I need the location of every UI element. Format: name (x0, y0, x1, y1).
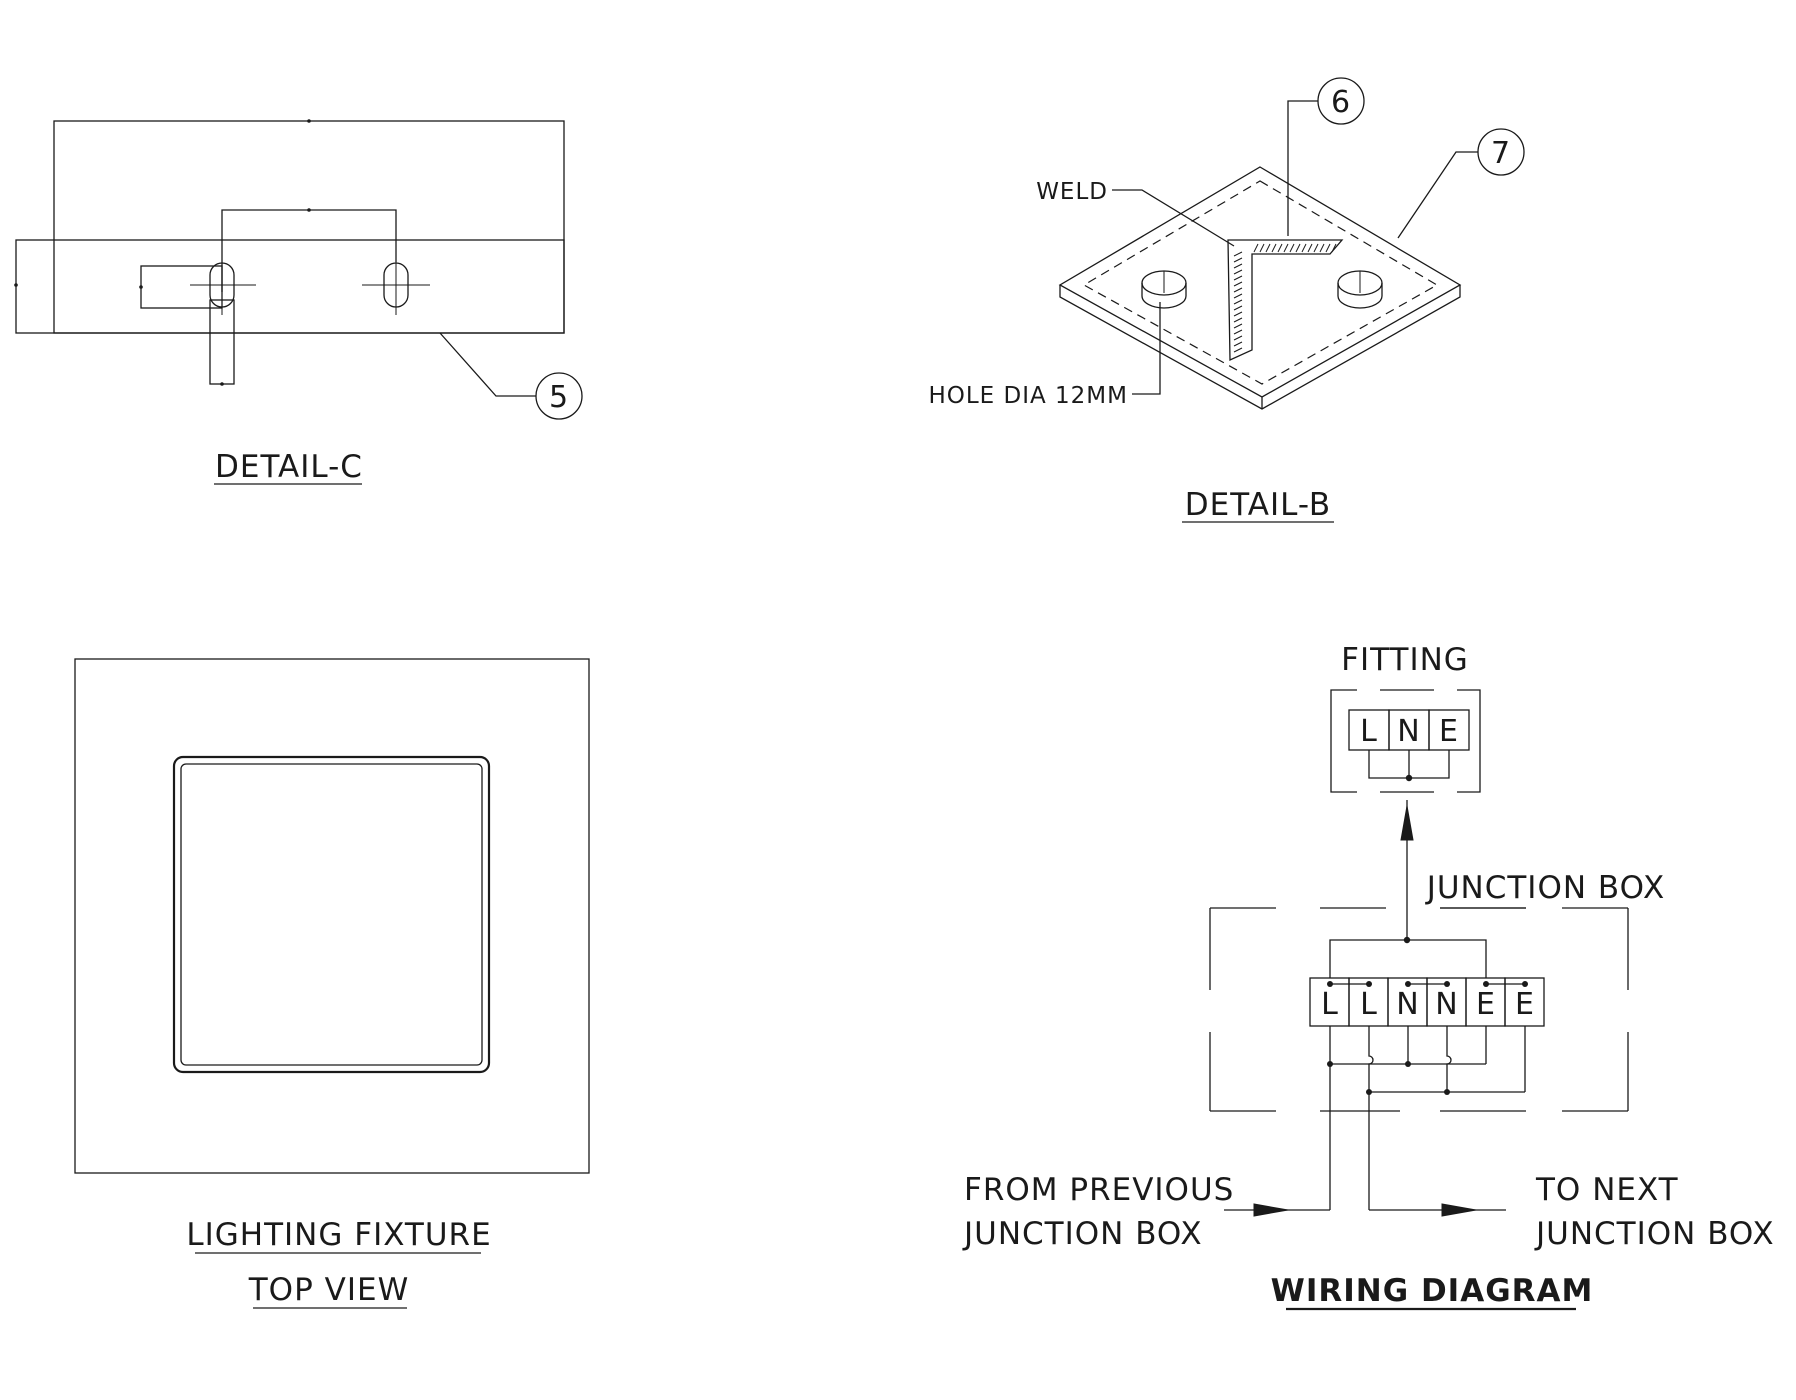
detail-b-callout-number-6: 6 (1331, 85, 1351, 120)
junction-terminal-e-1: E (1476, 987, 1496, 1022)
detail-b-weld-leader (1112, 189, 1235, 247)
fitting-terminal-l: L (1360, 714, 1378, 749)
junction-terminal-block: L L N N E E (1309, 977, 1545, 1027)
junction-terminal-e-2: E (1515, 987, 1535, 1022)
fixture-title-line2: TOP VIEW (248, 1272, 409, 1308)
detail-c-leader (439, 332, 536, 397)
fixture-outer-frame (74, 658, 590, 1174)
fitting-label: FITTING (1341, 642, 1469, 678)
detail-b-hole-label: HOLE DIA 12MM (928, 383, 1128, 409)
detail-c-plate (15, 239, 565, 334)
detail-b-weld-hatch-vertical (1233, 251, 1243, 353)
outgoing-arrow (1441, 1203, 1477, 1217)
from-label-line2: JUNCTION BOX (962, 1216, 1203, 1252)
detail-b-callout-6-leader (1287, 100, 1318, 236)
to-label-line1: TO NEXT (1535, 1172, 1679, 1208)
fixture-lens-inner (180, 763, 483, 1066)
detail-b-title: DETAIL-B (1185, 487, 1331, 523)
junction-box-label: JUNCTION BOX (1425, 870, 1666, 906)
detail-b-weld-hatch-horizontal (1253, 243, 1337, 253)
detail-b-weld-label: WELD (1036, 179, 1108, 205)
wiring-diagram: FITTING L N E JUNCTION BOX (962, 642, 1775, 1311)
junction-bottom-wiring (1327, 1026, 1526, 1210)
junction-terminal-l-2: L (1360, 987, 1378, 1022)
detail-b-callout-balloon-6 (1317, 77, 1365, 125)
junction-terminal-n-1: N (1396, 987, 1419, 1022)
detail-b-callout-number-7: 7 (1491, 136, 1511, 171)
riser-arrow (1400, 805, 1414, 841)
detail-c-title: DETAIL-C (215, 449, 363, 485)
wiring-diagram-title: WIRING DIAGRAM (1271, 1273, 1594, 1309)
detail-b-hole-leader (1132, 302, 1161, 395)
junction-terminal-l-1: L (1321, 987, 1339, 1022)
fixture-lens-outer (172, 755, 491, 1074)
detail-c: 5 DETAIL-C (14, 119, 583, 485)
detail-b-callout-balloon-7 (1477, 128, 1525, 176)
fitting-terminal-block: L N E (1348, 709, 1470, 751)
fixture-title-line1: LIGHTING FIXTURE (186, 1217, 491, 1253)
to-label-line2: JUNCTION BOX (1534, 1216, 1775, 1252)
detail-c-bracket (53, 120, 565, 334)
fitting-enclosure-left (1330, 689, 1357, 793)
detail-b-hole-right (1337, 270, 1383, 309)
junction-top-bus (1329, 939, 1487, 978)
detail-c-clamp (221, 209, 397, 292)
from-label-line1: FROM PREVIOUS (964, 1172, 1234, 1208)
detail-b-hole-left (1141, 270, 1187, 309)
detail-b-callout-7-leader (1397, 151, 1478, 239)
fitting-enclosure-right (1457, 689, 1481, 793)
detail-c-callout-number: 5 (549, 380, 569, 415)
junction-box-enclosure (1209, 907, 1629, 1112)
fitting-terminal-n: N (1397, 714, 1420, 749)
incoming-arrow (1253, 1203, 1289, 1217)
detail-b: 6 7 WELD HOLE DIA 12MM DETAIL-B (928, 77, 1525, 523)
detail-b-angle (1227, 239, 1344, 362)
fitting-terminal-e: E (1439, 714, 1459, 749)
detail-c-callout-balloon (535, 372, 583, 420)
detail-b-plate-hidden-edge (1082, 180, 1439, 385)
lighting-fixture: LIGHTING FIXTURE TOP VIEW (74, 658, 590, 1309)
junction-terminal-n-2: N (1435, 987, 1458, 1022)
detail-b-plate-top (1058, 166, 1462, 398)
